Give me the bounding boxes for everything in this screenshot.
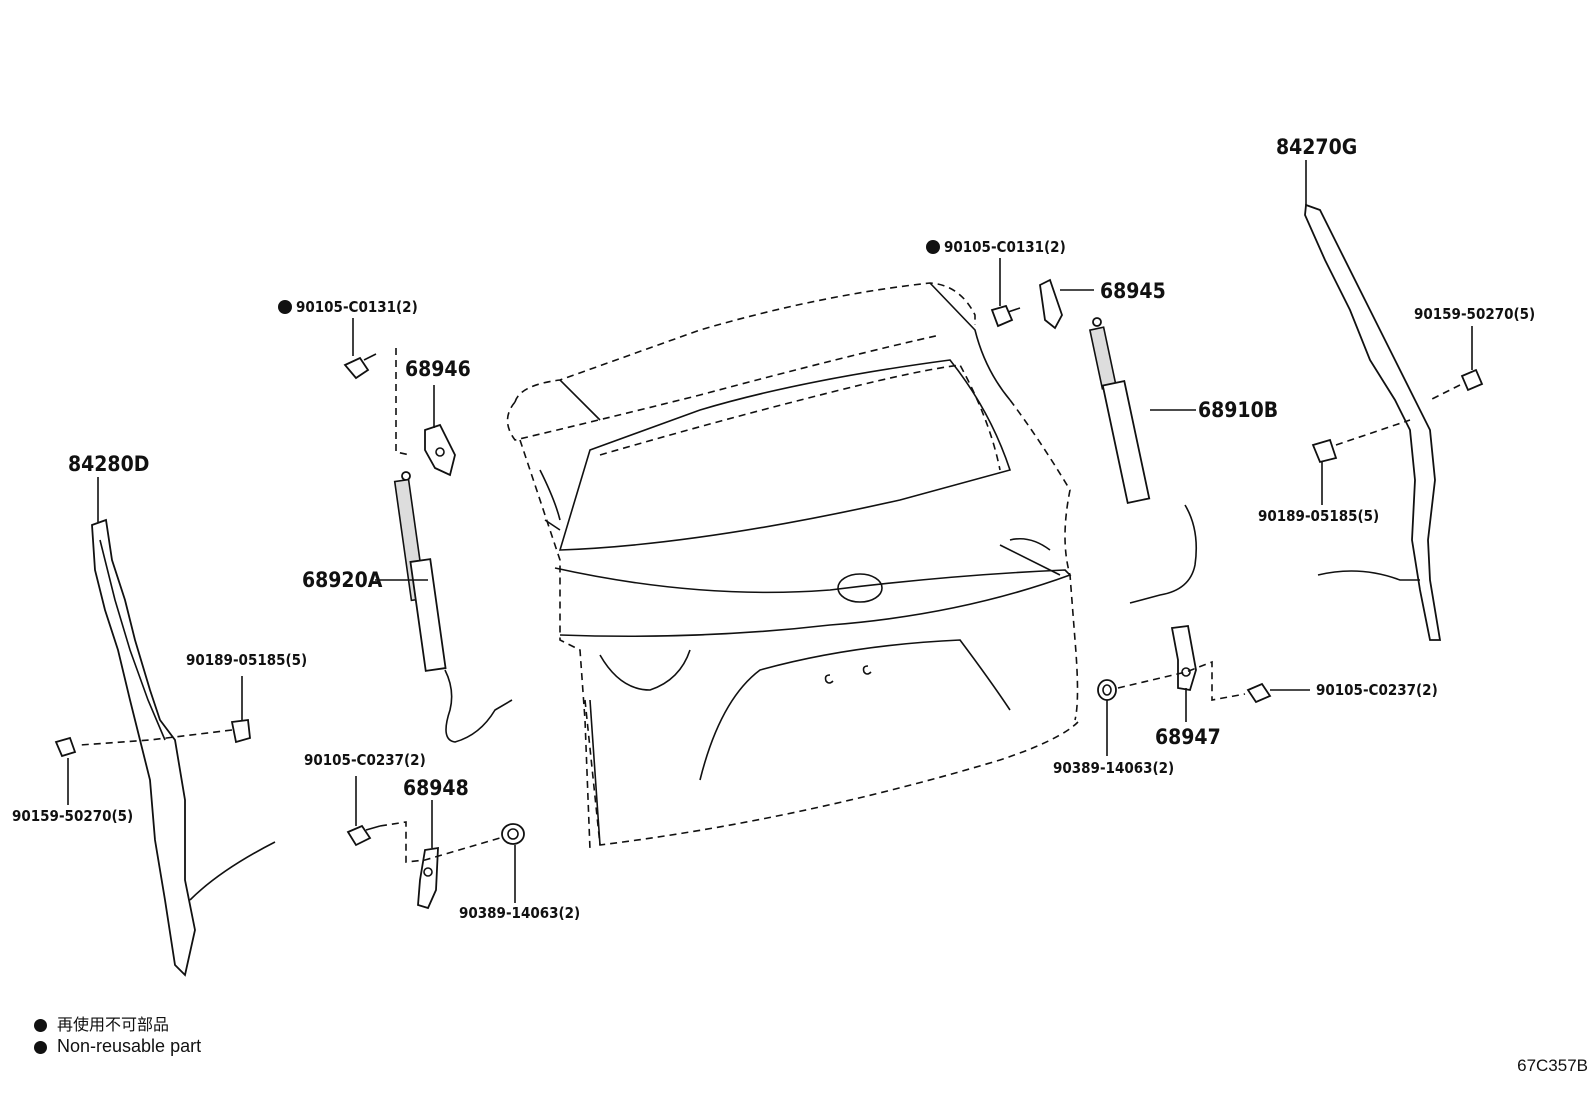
- label-clip-right: 90189-05185(5): [1258, 507, 1379, 525]
- label-84270g: 84270G: [1276, 135, 1357, 159]
- bolt-left-top: [343, 348, 411, 456]
- label-84280d: 84280D: [68, 452, 149, 476]
- label-screw-right: 90159-50270(5): [1414, 305, 1535, 323]
- label-bolt-center-top: 90105-C0131(2): [944, 238, 1066, 256]
- screw-left: [54, 736, 77, 758]
- clip-left: [79, 718, 251, 746]
- weatherstrip-left-84280d: [91, 518, 276, 977]
- gas-strut-68910b: [1088, 317, 1198, 604]
- leader-lines: [67, 160, 1473, 903]
- label-68945: 68945: [1100, 279, 1166, 303]
- label-clip-left: 90189-05185(5): [186, 651, 307, 669]
- gas-strut-68920a: [393, 471, 513, 743]
- label-screw-left: 90159-50270(5): [12, 807, 133, 825]
- label-68946: 68946: [405, 357, 471, 381]
- label-bolt-left-top: 90105-C0131(2): [296, 298, 418, 316]
- label-washer-right: 90389-14063(2): [1053, 759, 1174, 777]
- washer-right: [1097, 660, 1246, 701]
- label-bolt-right-bottom: 90105-C0237(2): [1316, 681, 1438, 699]
- bracket-68946: [424, 423, 456, 477]
- legend-japanese-text: 再使用不可部品: [57, 1015, 170, 1034]
- label-washer-left: 90389-14063(2): [459, 904, 580, 922]
- diagram-code: 67C357B: [1517, 1056, 1588, 1075]
- bolt-center-top: [990, 304, 1021, 328]
- clip-right: [1311, 419, 1411, 464]
- label-bolt-left-bottom: 90105-C0237(2): [304, 751, 426, 769]
- label-68948: 68948: [403, 776, 469, 800]
- weatherstrip-right-84270g: [1304, 203, 1442, 641]
- screw-right: [1429, 368, 1484, 401]
- bolt-right-bottom: [1246, 682, 1272, 704]
- non-reusable-bullet-icon: [926, 240, 940, 254]
- back-door-panel: [506, 282, 1079, 851]
- bolt-left-bottom: [346, 821, 511, 863]
- bullet-icon: [34, 1040, 47, 1054]
- bracket-68945: [1039, 278, 1063, 330]
- bullet-icon: [34, 1019, 47, 1032]
- legend-japanese: 再使用不可部品: [34, 1011, 169, 1035]
- hinge-68947: [1170, 625, 1197, 692]
- washer-left: [501, 823, 525, 845]
- hinge-68948: [417, 846, 439, 910]
- legend-english-text: Non-reusable part: [57, 1036, 202, 1056]
- non-reusable-bullet-icon: [278, 300, 292, 314]
- label-68947: 68947: [1155, 725, 1221, 749]
- legend-english: Non-reusable part: [34, 1036, 201, 1057]
- label-68920a: 68920A: [302, 568, 383, 592]
- label-68910b: 68910B: [1198, 398, 1278, 422]
